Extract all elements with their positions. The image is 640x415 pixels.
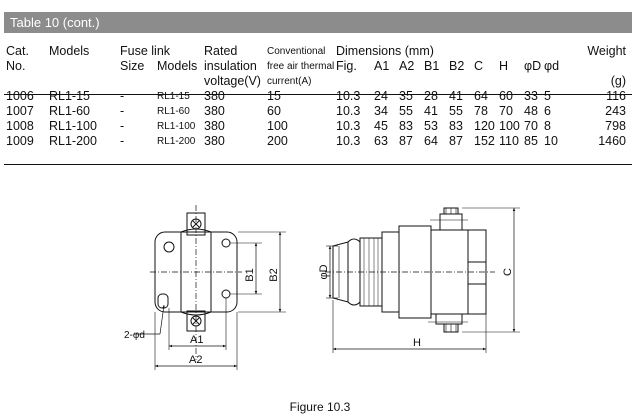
header-size: Size	[120, 59, 145, 73]
header-dimensions: Dimensions (mm)	[336, 44, 434, 58]
header-rated: Rated	[204, 44, 238, 58]
header-weight-unit: (g)	[610, 74, 626, 88]
mounting-hole-top-left	[163, 241, 175, 253]
side-base-recess	[467, 261, 487, 285]
header-cat: Cat.	[6, 44, 29, 58]
header-current-a: current(A)	[267, 76, 312, 87]
table-title: Table 10 (cont.)	[10, 15, 100, 30]
hole-leader	[159, 304, 165, 335]
side-bottom-terminal	[435, 313, 463, 325]
label-b1: B1	[244, 268, 256, 281]
mounting-hole-top-right	[221, 238, 231, 248]
header-row-3: voltage(V) current(A) (g)	[6, 74, 626, 89]
header-models: Models	[49, 44, 90, 58]
spec-table: Cat. Models Fuse link Rated Conventional…	[6, 44, 626, 149]
label-c: C	[502, 268, 514, 276]
header-b2: B2	[449, 59, 465, 73]
figure-caption: Figure 10.3	[289, 400, 351, 414]
header-h: H	[499, 59, 509, 73]
table-title-bar: Table 10 (cont.)	[4, 12, 632, 33]
header-a1: A1	[374, 59, 390, 73]
table-row: 1006 RL1-15 - RL1-15 380 15 10.3 24 35 2…	[6, 89, 626, 103]
header-current: Conventional	[267, 46, 326, 57]
header-voltage: voltage(V)	[204, 74, 261, 88]
header-fuse-link: Fuse link	[120, 44, 171, 58]
mounting-hole-bottom-right	[221, 289, 231, 299]
table-row: 1007 RL1-60 - RL1-60 380 60 10.3 34 55 4…	[6, 104, 626, 118]
header-free-air: free air thermal	[267, 61, 335, 72]
label-a1: A1	[190, 334, 203, 346]
table-bottom-rule	[4, 164, 632, 165]
mounting-slot-bottom-left	[157, 293, 169, 309]
header-insulation: insulation	[204, 59, 257, 73]
header-b1: B1	[424, 59, 440, 73]
header-fig: Fig.	[336, 59, 357, 73]
header-divider	[4, 94, 632, 95]
label-hole: 2-φd	[124, 330, 145, 341]
label-h: H	[413, 337, 421, 349]
label-a2: A2	[189, 354, 202, 366]
side-view	[325, 207, 520, 353]
header-no: No.	[6, 59, 26, 73]
label-phiD: φD	[318, 264, 330, 279]
header-a2: A2	[399, 59, 415, 73]
header-row-2: No. Size Models insulation free air ther…	[6, 59, 626, 74]
front-view	[134, 205, 286, 370]
side-top-terminal	[439, 213, 463, 231]
header-phiD: φD	[524, 59, 542, 73]
header-phid: φd	[544, 59, 560, 73]
header-weight: Weight	[587, 44, 626, 58]
header-row-1: Cat. Models Fuse link Rated Conventional…	[6, 44, 626, 59]
header-c: C	[474, 59, 484, 73]
header-fuse-models: Models	[157, 59, 198, 73]
table-row: 1008 RL1-100 - RL1-100 380 100 10.3 45 8…	[6, 119, 626, 133]
label-b2: B2	[268, 268, 280, 281]
table-row: 1009 RL1-200 - RL1-200 380 200 10.3 63 8…	[6, 134, 626, 148]
